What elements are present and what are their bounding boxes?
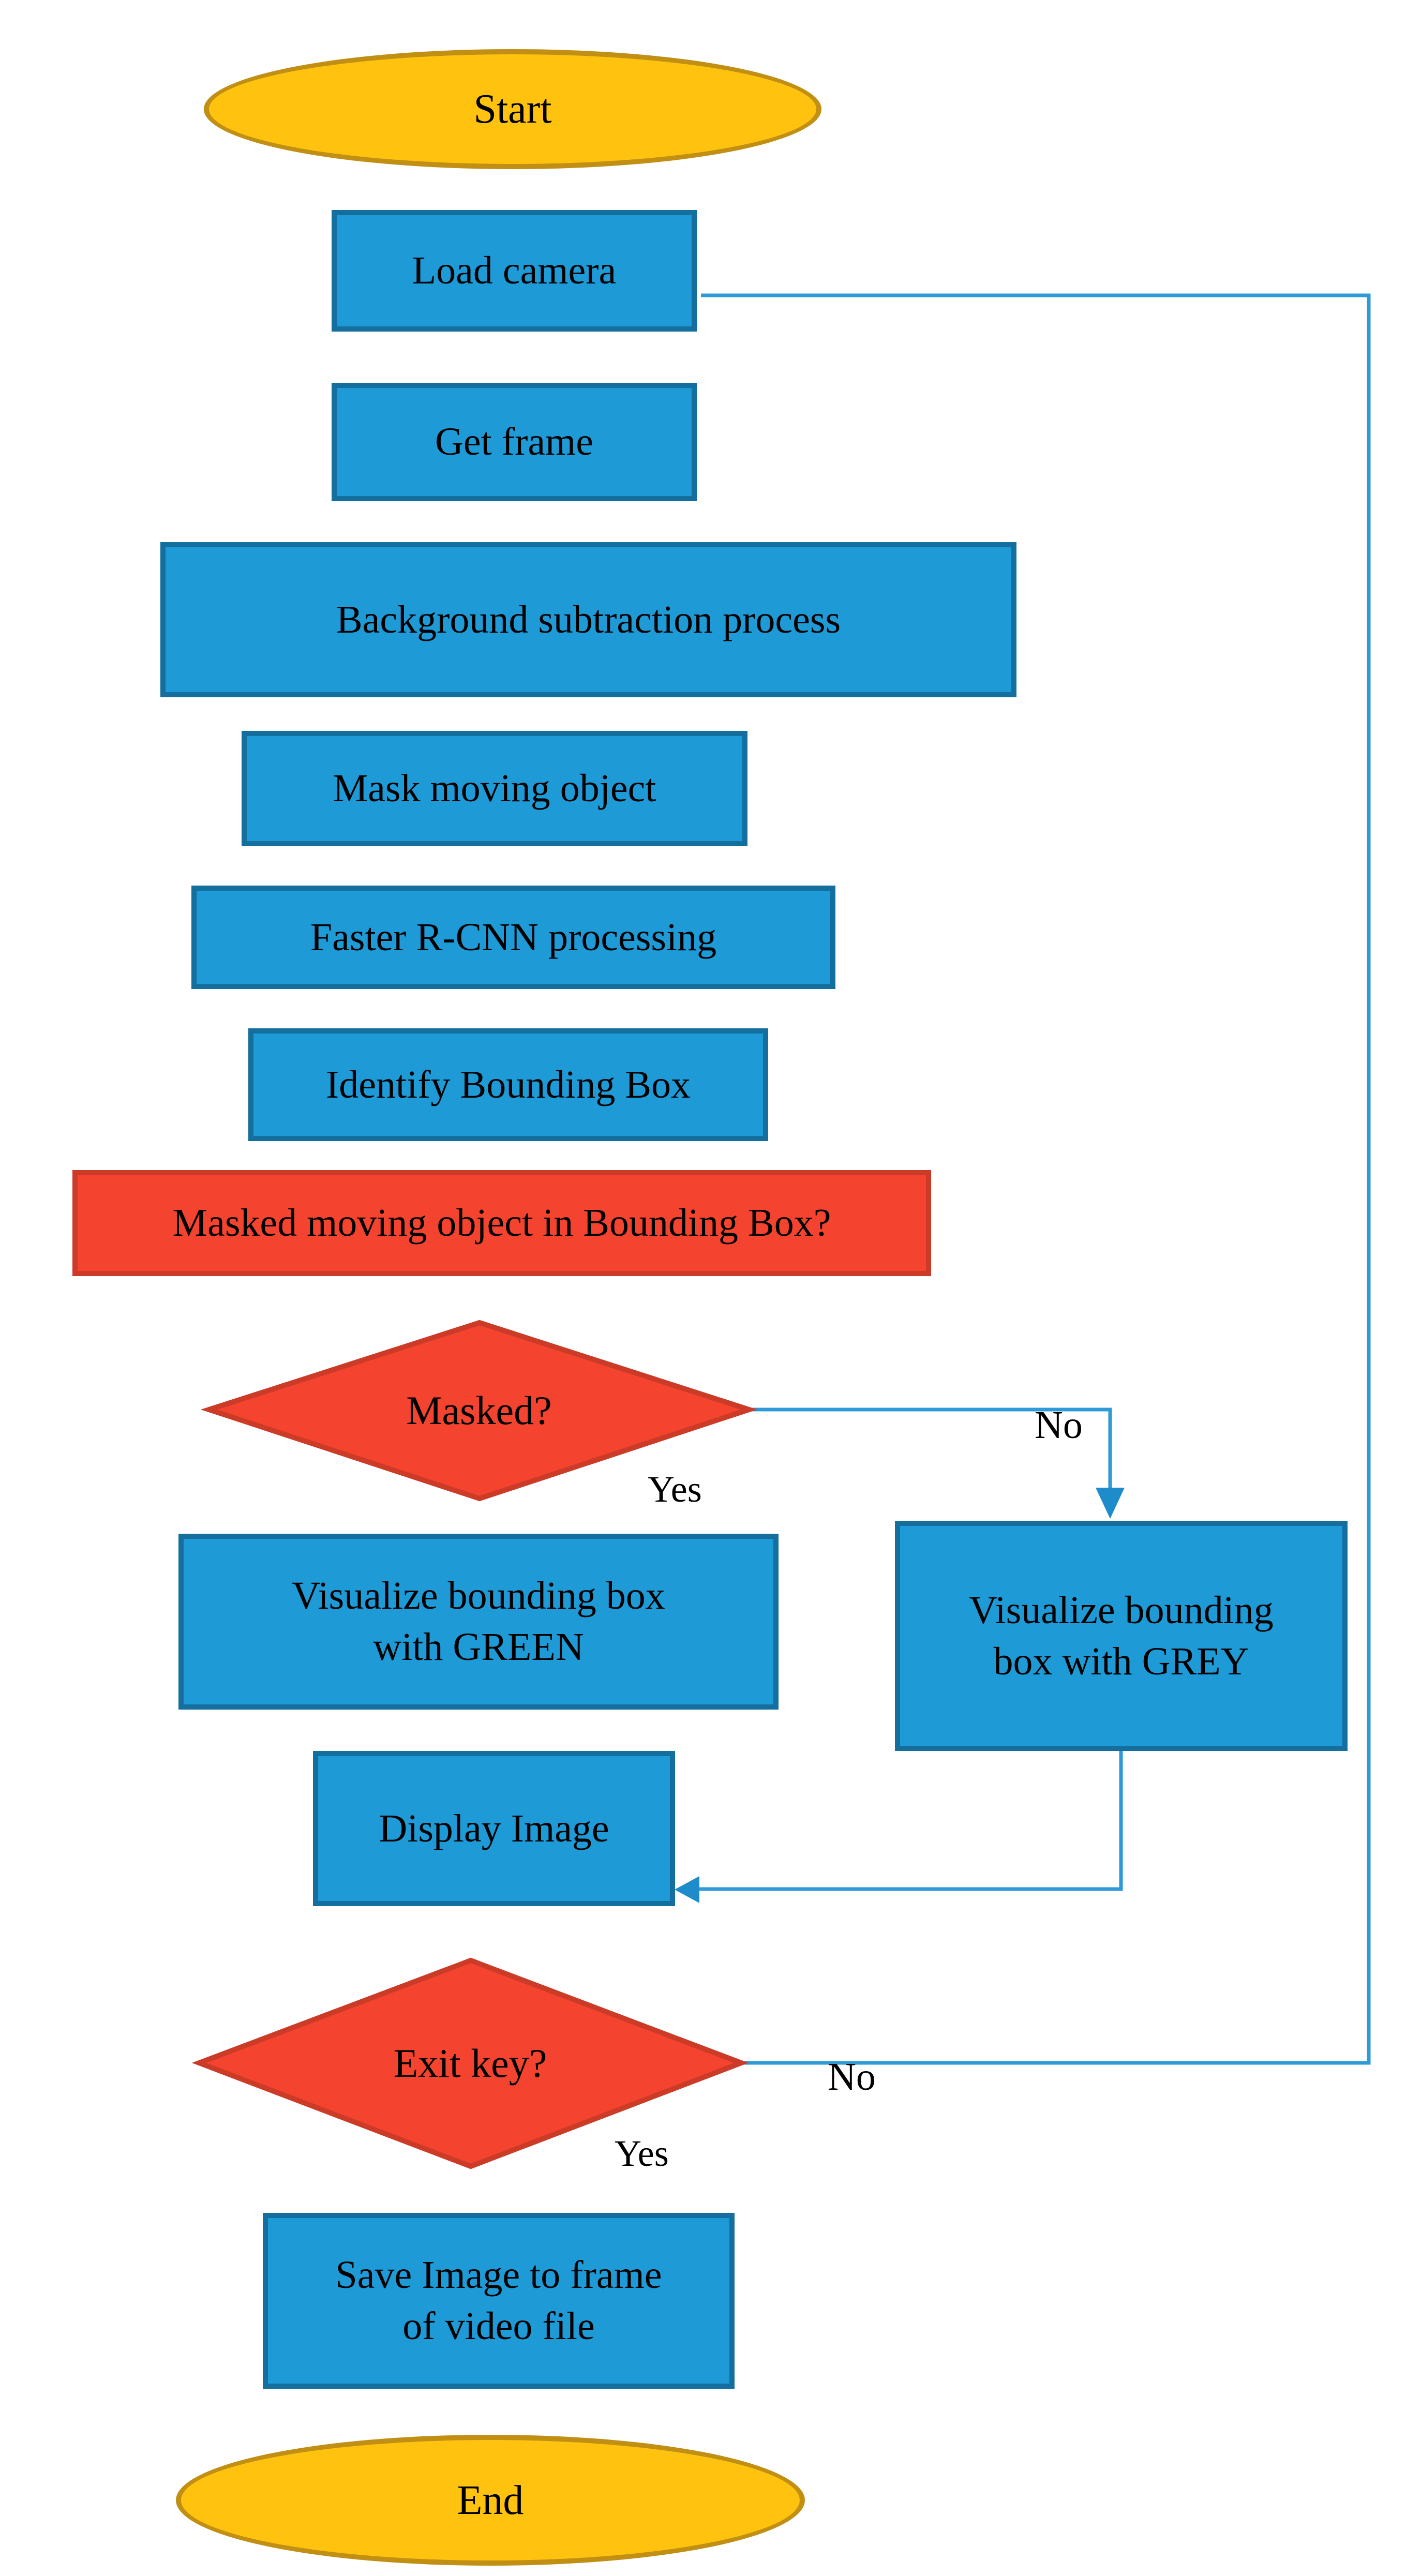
mask-moving-object-box: Mask moving object [242,731,747,846]
background-subtraction-box: Background subtraction process [160,542,1016,697]
masked-decision-diamond [200,1320,758,1502]
save-image-box: Save Image to frame of video file [263,2213,735,2389]
masked-in-bounding-box-label: Masked moving object in Bounding Box? [172,1201,831,1245]
end-label: End [457,2477,524,2523]
masked-yes-label: Yes [648,1469,702,1510]
visualize-grey-label: Visualize bounding box with GREY [969,1588,1274,1683]
get-frame-box: Get frame [332,383,697,501]
load-camera-box: Load camera [332,210,697,332]
mask-moving-object-label: Mask moving object [333,767,656,811]
arrowhead-left-into-display-image [675,1876,699,1903]
masked-in-bounding-box-box: Masked moving object in Bounding Box? [72,1170,931,1276]
arrowhead-down-into-grey-box [1096,1488,1125,1519]
end-terminator: End [176,2435,805,2566]
identify-bounding-box-box: Identify Bounding Box [248,1028,768,1141]
visualize-green-box: Visualize bounding box with GREEN [178,1534,779,1710]
background-subtraction-label: Background subtraction process [336,597,841,641]
start-label: Start [473,86,552,132]
exit-no-label: No [828,2055,876,2099]
masked-decision-label-wrap: Masked? [209,1323,749,1499]
visualize-green-label: Visualize bounding box with GREEN [292,1574,665,1669]
exit-decision-label-wrap: Exit key? [199,1960,741,2166]
visualize-grey-box: Visualize bounding box with GREY [895,1521,1348,1751]
edge-masked-no-to-grey [749,1407,1112,1489]
display-image-label: Display Image [379,1806,609,1850]
exit-yes-label: Yes [615,2133,669,2174]
masked-no-label: No [1035,1403,1083,1447]
get-frame-label: Get frame [435,420,593,464]
faster-rcnn-box: Faster R-CNN processing [191,886,835,989]
load-camera-label: Load camera [412,249,617,293]
edge-grey-to-display-image [699,1751,1123,1891]
faster-rcnn-label: Faster R-CNN processing [310,915,717,959]
identify-bounding-box-label: Identify Bounding Box [325,1062,691,1106]
display-image-box: Display Image [313,1751,675,1906]
exit-decision-label: Exit key? [393,2041,547,2086]
start-terminator: Start [204,49,821,169]
masked-decision-label: Masked? [406,1388,552,1433]
save-image-label: Save Image to frame of video file [335,2253,662,2348]
exit-decision-diamond [191,1957,749,2169]
edge-exit-no-loop-to-load-camera [701,293,1371,2065]
